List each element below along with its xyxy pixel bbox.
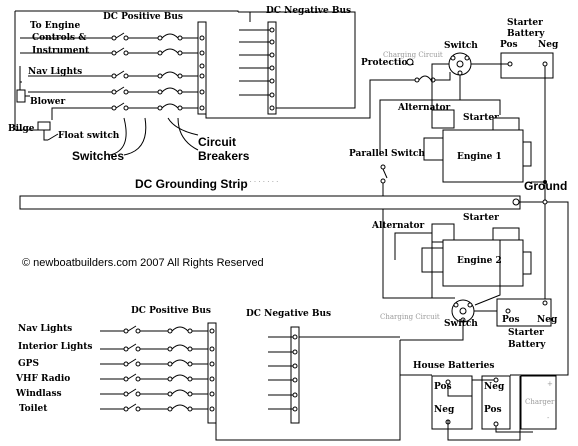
alternator-2-label: Alternator: [371, 221, 425, 231]
grounding-strip: DC Grounding Strip . . . . . . . .: [19, 176, 569, 376]
charging-circuit-label-bottom: Charging Circuit: [380, 313, 440, 321]
upper-switch-rows: [20, 32, 198, 111]
engine-1-block: [442, 129, 524, 183]
house-battery-1-pos: Pos: [434, 382, 452, 392]
engine-1-label: Engine 1: [457, 152, 502, 162]
circuit-breakers-label-2: Breakers: [198, 149, 250, 163]
lower-positive-bus-bar: [207, 322, 217, 424]
starter-battery-top-label-1: Starter: [507, 18, 543, 28]
charging-circuit-label-top: Charging Circuit: [383, 51, 443, 59]
lower-circuit-windlass: Windlass: [15, 389, 62, 399]
lower-panel: DC Positive Bus DC Negative Bus Nav Ligh…: [15, 306, 401, 441]
starter-1-label: Starter: [463, 113, 499, 123]
starter-2-label: Starter: [463, 213, 499, 223]
circuit-label-bilge: Bilge: [8, 124, 35, 134]
protection-fuse: [406, 58, 414, 66]
engine-2-rear: [522, 251, 532, 275]
svg-text:+: +: [547, 380, 553, 388]
house-battery-1: [431, 375, 473, 430]
lower-circuit-gps: GPS: [18, 359, 39, 369]
switches-label: Switches: [72, 149, 124, 163]
house-battery-2-neg: Neg: [484, 382, 505, 392]
house-batteries: House Batteries Pos Neg Neg Pos Charger …: [400, 361, 557, 441]
circuit-label-nav-lights: Nav Lights: [28, 67, 82, 77]
copyright-notice: © newboatbuilders.com 2007 All Rights Re…: [22, 257, 264, 269]
house-batteries-label: House Batteries: [413, 361, 494, 371]
switch-label-bottom: Switch: [444, 319, 478, 329]
starter-battery-top-label-2: Battery: [507, 29, 545, 39]
lower-negative-bus-bar: [290, 326, 300, 424]
lower-negative-bus-label: DC Negative Bus: [246, 309, 331, 319]
upper-panel: Protection DC Positive Bus DC Negative B…: [8, 6, 451, 163]
starter-motor-1: [492, 117, 520, 131]
circuit-label-float-switch: Float switch: [58, 131, 120, 141]
protection-label: Protection: [361, 58, 414, 68]
lower-switch-rows: [100, 325, 208, 412]
lower-circuit-vhf-radio: VHF Radio: [15, 374, 70, 384]
starter-battery-bottom-label-2: Battery: [508, 340, 546, 350]
engine-1-area: Charging Circuit Switch Starter Battery …: [349, 18, 567, 299]
circuit-label-controls: Controls &: [32, 33, 86, 43]
bilge-pump-icon: [37, 121, 51, 131]
starter-battery-bottom-label-1: Starter: [508, 328, 544, 338]
upper-positive-bus-terminals: [199, 35, 205, 111]
svg-text:-: -: [547, 414, 550, 422]
upper-negative-bus-label: DC Negative Bus: [266, 6, 351, 16]
lower-circuit-nav-lights: Nav Lights: [18, 324, 72, 334]
grounding-strip-bar: [19, 195, 521, 210]
switch-label-top: Switch: [444, 41, 478, 51]
blower-icon: [16, 89, 26, 103]
charger-label: Charger: [525, 398, 555, 406]
parallel-switch-label: Parallel Switch: [349, 149, 425, 159]
starter-motor-2: [492, 227, 520, 241]
house-battery-2-pos: Pos: [484, 405, 502, 415]
lower-positive-bus-label: DC Positive Bus: [131, 306, 211, 316]
engine-2-area: Alternator Starter Engine 2 Charging Cir…: [371, 213, 558, 350]
alternator-1-label: Alternator: [397, 103, 451, 113]
svg-text:. . . . . . . .: . . . . . . . .: [245, 176, 278, 184]
upper-positive-bus-label: DC Positive Bus: [103, 12, 183, 22]
battery-charger: [520, 375, 557, 430]
engine-1-front: [423, 137, 444, 161]
circuit-label-blower: Blower: [30, 97, 66, 107]
parallel-switch[interactable]: [382, 168, 388, 179]
house-battery-2: [481, 375, 511, 430]
alternator-1: [431, 109, 455, 129]
starter-battery-bottom-neg: Neg: [537, 315, 558, 325]
engine-2-label: Engine 2: [457, 256, 502, 266]
circuit-label-instrument: Instrument: [32, 46, 90, 56]
starter-battery-top-pos: Pos: [500, 40, 518, 50]
lower-circuit-toilet: Toilet: [19, 404, 48, 414]
starter-battery-bottom-pos: Pos: [502, 315, 520, 325]
lower-circuit-interior-lights: Interior Lights: [18, 342, 92, 352]
alternator-2: [431, 223, 455, 243]
circuit-breakers-label-1: Circuit: [198, 135, 236, 149]
engine-1-rear: [522, 141, 532, 167]
house-battery-1-neg: Neg: [434, 405, 455, 415]
circuit-label-to-engine: To Engine: [30, 21, 80, 31]
grounding-strip-label: DC Grounding Strip: [135, 177, 248, 191]
starter-battery-top-neg: Neg: [538, 40, 559, 50]
